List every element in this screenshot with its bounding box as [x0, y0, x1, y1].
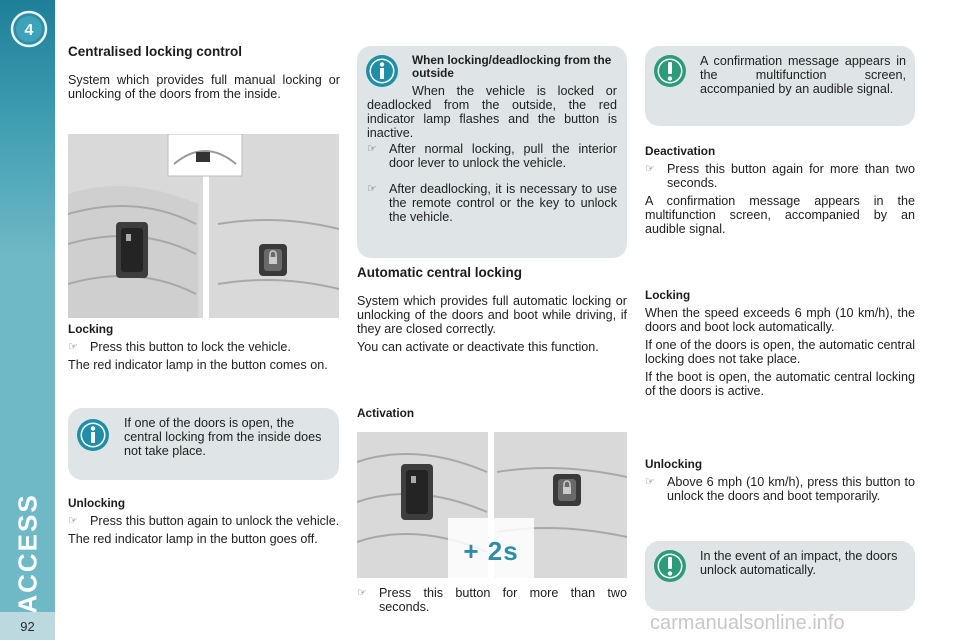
bullet-hand-icon: ☞ [645, 163, 655, 175]
unlocking-bullet-text: Press this button again to unlock the ve… [90, 514, 340, 528]
deactivation-bullet-text: Press this button again for more than tw… [667, 162, 915, 190]
deactivation-bullet: ☞ Press this button again for more than … [645, 162, 915, 190]
column-2-automatic: Automatic central locking System which p… [357, 265, 627, 354]
chapter-label-wrap: ACCESS [5, 478, 51, 628]
warning-icon [654, 550, 686, 582]
auto-locking-heading: Locking [645, 288, 691, 302]
chapter-label: ACCESS [12, 492, 43, 614]
info-box-outside-bullet-1-text: After normal locking, pull the interior … [389, 142, 617, 170]
locking-heading: Locking [68, 322, 114, 336]
info-box-centralised: If one of the doors is open, the central… [68, 408, 339, 480]
warning-icon [654, 55, 686, 87]
info-box-outside-bullet-2: ☞ After deadlocking, it is necessary to … [367, 182, 617, 224]
bullet-hand-icon: ☞ [645, 476, 655, 488]
info-box-outside-bullet-2-text: After deadlocking, it is necessary to us… [389, 182, 617, 224]
unlocking-heading: Unlocking [68, 496, 126, 510]
column-1: Centralised locking control System which… [68, 44, 340, 101]
section-title-centralised-locking: Centralised locking control [68, 44, 243, 59]
column-1-unlocking: Unlocking ☞ Press this button again to u… [68, 496, 340, 546]
auto-unlocking-bullet-text: Above 6 mph (10 km/h), press this button… [667, 475, 915, 503]
info-box-centralised-text: If one of the doors is open, the central… [124, 416, 322, 458]
locking-bullet-text: Press this button to lock the vehicle. [90, 340, 291, 354]
column-2-activation: Activation [357, 406, 627, 420]
auto-locking-p1: When the speed exceeds 6 mph (10 km/h), … [645, 306, 915, 334]
deactivation-heading: Deactivation [645, 144, 716, 158]
info-box-outside-title: When locking/deadlocking from the outsid… [412, 53, 612, 80]
bullet-hand-icon: ☞ [68, 341, 78, 353]
watermark-text: carmanualsonline.info [650, 612, 845, 634]
auto-unlocking-heading: Unlocking [645, 457, 703, 471]
activation-bullet-text: Press this button for more than two seco… [379, 586, 627, 614]
bullet-hand-icon: ☞ [357, 587, 367, 599]
warning-box-confirmation-text: A confirmation message appears in the mu… [700, 54, 906, 96]
auto-locking-p2: If one of the doors is open, the automat… [645, 338, 915, 366]
column-3-deactivation: Deactivation ☞ Press this button again f… [645, 144, 915, 236]
locking-bullet: ☞ Press this button to lock the vehicle. [68, 340, 340, 354]
column-3-unlocking: Unlocking ☞ Above 6 mph (10 km/h), press… [645, 457, 915, 503]
column-2-activation-bullet: ☞ Press this button for more than two se… [357, 586, 627, 614]
info-box-outside-bullet-1: ☞ After normal locking, pull the interio… [367, 142, 617, 170]
centralised-locking-intro: System which provides full manual lockin… [68, 73, 340, 101]
activation-bullet: ☞ Press this button for more than two se… [357, 586, 627, 614]
chapter-side-band [0, 0, 55, 640]
deactivation-note: A confirmation message appears in the mu… [645, 194, 915, 236]
dashboard-button-illustration [68, 134, 339, 318]
info-icon [366, 55, 398, 87]
info-box-outside-text: When the vehicle is locked or deadlocked… [367, 84, 617, 140]
warning-box-impact-text: In the event of an impact, the doors unl… [700, 549, 898, 577]
bullet-hand-icon: ☞ [68, 515, 78, 527]
column-1-locking: Locking ☞ Press this button to lock the … [68, 322, 340, 372]
info-icon [77, 419, 109, 451]
automatic-locking-intro-2: You can activate or deactivate this func… [357, 340, 599, 354]
timer-plus-2s-label: + 2s [463, 536, 519, 566]
bullet-hand-icon: ☞ [367, 143, 377, 155]
chapter-number: 4 [25, 22, 34, 39]
section-title-automatic-locking: Automatic central locking [357, 265, 523, 280]
page-number: 92 [0, 612, 55, 640]
bullet-hand-icon: ☞ [367, 183, 377, 195]
unlocking-note: The red indicator lamp in the button goe… [68, 532, 318, 546]
warning-box-impact: In the event of an impact, the doors unl… [645, 541, 915, 611]
locking-note: The red indicator lamp in the button com… [68, 358, 328, 372]
activation-heading: Activation [357, 406, 415, 420]
column-3-locking: Locking When the speed exceeds 6 mph (10… [645, 288, 915, 398]
auto-unlocking-bullet: ☞ Above 6 mph (10 km/h), press this butt… [645, 475, 915, 503]
warning-box-confirmation: A confirmation message appears in the mu… [645, 46, 915, 126]
auto-locking-p3: If the boot is open, the automatic centr… [645, 370, 915, 398]
unlocking-bullet: ☞ Press this button again to unlock the … [68, 514, 340, 528]
info-box-outside-locking: When locking/deadlocking from the outsid… [357, 46, 627, 258]
activation-button-illustration: + 2s [357, 432, 627, 578]
chapter-number-badge: 4 [10, 10, 48, 48]
automatic-locking-intro: System which provides full automatic loc… [357, 294, 627, 336]
